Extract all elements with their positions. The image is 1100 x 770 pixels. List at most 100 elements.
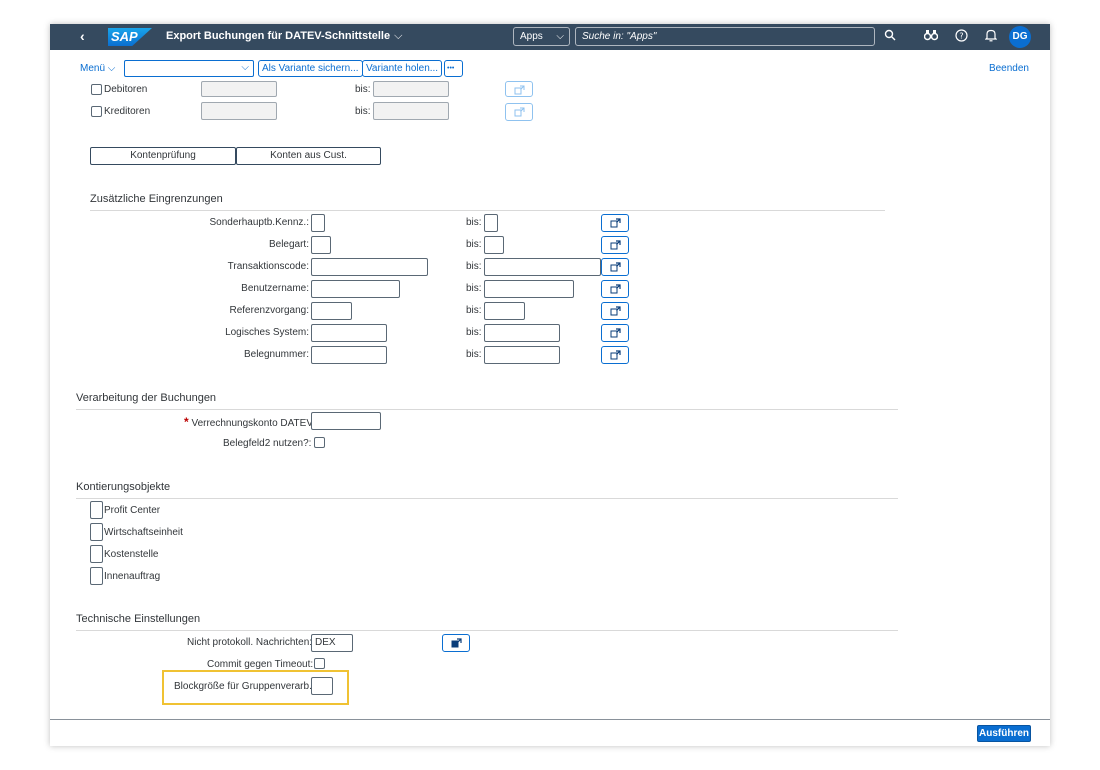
section-title-assignment: Kontierungsobjekte bbox=[76, 481, 171, 493]
commit-timeout-checkbox[interactable] bbox=[314, 658, 325, 669]
reference-procedure-to-input[interactable] bbox=[484, 302, 525, 320]
chevron-down-icon: ⌵ bbox=[556, 31, 564, 42]
reference-procedure-from-input[interactable] bbox=[311, 302, 352, 320]
kreditoren-to-input bbox=[373, 102, 449, 120]
document-number-to-input[interactable] bbox=[484, 346, 560, 364]
bell-icon[interactable] bbox=[984, 29, 998, 45]
debitoren-from-input bbox=[201, 81, 277, 97]
bis-label: bis: bbox=[466, 349, 482, 360]
search-scope-select[interactable]: Apps ⌵ bbox=[513, 27, 570, 46]
more-options-button[interactable]: ••• bbox=[444, 60, 463, 77]
special-gl-indicator-from-input[interactable] bbox=[311, 214, 325, 232]
clearing-account-label: * Verrechnungskonto DATEV: bbox=[184, 415, 315, 429]
wirtschaftseinheit-label: Wirtschaftseinheit bbox=[104, 527, 183, 538]
sap-logo[interactable]: SAP bbox=[108, 28, 152, 46]
bis-label: bis: bbox=[355, 106, 371, 117]
blocksize-label: Blockgröße für Gruppenverarb.: bbox=[174, 681, 315, 692]
bis-label: bis: bbox=[466, 261, 482, 272]
reference-procedure-multiple-selection-button[interactable] bbox=[601, 302, 629, 320]
bis-label: bis: bbox=[466, 283, 482, 294]
document-type-label: Belegart: bbox=[268, 239, 309, 250]
logical-system-to-input[interactable] bbox=[484, 324, 560, 342]
messages-multiple-selection-button[interactable] bbox=[442, 634, 470, 652]
get-variant-button[interactable]: Variante holen... bbox=[362, 60, 443, 77]
transaction-code-from-input[interactable] bbox=[311, 258, 428, 276]
user-name-to-input[interactable] bbox=[484, 280, 574, 298]
section-title-processing: Verarbeitung der Buchungen bbox=[76, 392, 217, 404]
exit-button[interactable]: Beenden bbox=[988, 63, 1029, 74]
multiple-selection-icon bbox=[610, 284, 621, 294]
menu-button[interactable]: Menü ⌵ bbox=[80, 63, 115, 74]
messages-input[interactable]: DEX bbox=[311, 634, 353, 652]
innenauftrag-checkbox[interactable] bbox=[90, 567, 103, 585]
bis-label: bis: bbox=[466, 217, 482, 228]
clearing-account-label-text: Verrechnungskonto DATEV: bbox=[191, 418, 316, 429]
variant-select[interactable]: ⌵ bbox=[124, 60, 254, 77]
section-divider bbox=[76, 630, 898, 631]
transaction-code-label: Transaktionscode: bbox=[227, 261, 309, 272]
document-type-to-input[interactable] bbox=[484, 236, 504, 254]
app-window: ‹ SAP Export Buchungen für DATEV-Schnitt… bbox=[50, 24, 1050, 746]
belegfeld2-checkbox[interactable] bbox=[314, 437, 325, 448]
required-marker: * bbox=[184, 415, 189, 429]
search-icon[interactable] bbox=[884, 29, 896, 44]
accounts-from-customizing-button[interactable]: Konten aus Cust. bbox=[236, 147, 381, 165]
document-number-multiple-selection-button[interactable] bbox=[601, 346, 629, 364]
app-title-text: Export Buchungen für DATEV-Schnittstelle bbox=[166, 30, 391, 42]
belegfeld2-label: Belegfeld2 nutzen?: bbox=[223, 438, 312, 449]
kostenstelle-checkbox[interactable] bbox=[90, 545, 103, 563]
toolbar: Menü ⌵ ⌵ Als Variante sichern... Variant… bbox=[50, 57, 1050, 79]
transaction-code-to-input[interactable] bbox=[484, 258, 601, 276]
multiple-selection-icon bbox=[610, 262, 621, 272]
document-type-from-input[interactable] bbox=[311, 236, 331, 254]
logical-system-multiple-selection-button[interactable] bbox=[601, 324, 629, 342]
kreditoren-from-input bbox=[201, 102, 277, 120]
profit-center-label: Profit Center bbox=[104, 505, 161, 516]
logical-system-from-input[interactable] bbox=[311, 324, 387, 342]
user-name-from-input[interactable] bbox=[311, 280, 400, 298]
kreditoren-checkbox[interactable] bbox=[91, 106, 102, 117]
multiple-selection-filled-icon bbox=[451, 638, 462, 648]
debitoren-to-input bbox=[373, 81, 449, 97]
app-title[interactable]: Export Buchungen für DATEV-Schnittstelle… bbox=[166, 30, 402, 43]
execute-button[interactable]: Ausführen bbox=[977, 725, 1031, 742]
search-input[interactable]: Suche in: "Apps" bbox=[575, 27, 875, 46]
help-icon[interactable]: ? bbox=[955, 29, 968, 45]
innenauftrag-label: Innenauftrag bbox=[104, 571, 161, 582]
messages-label: Nicht protokoll. Nachrichten: bbox=[187, 637, 313, 648]
chevron-down-icon: ⌵ bbox=[241, 62, 249, 73]
user-name-multiple-selection-button[interactable] bbox=[601, 280, 629, 298]
debitoren-multiple-selection-button bbox=[505, 81, 533, 97]
chevron-down-icon: ⌵ bbox=[107, 63, 116, 74]
special-gl-indicator-to-input[interactable] bbox=[484, 214, 498, 232]
special-gl-indicator-multiple-selection-button[interactable] bbox=[601, 214, 629, 232]
account-check-button[interactable]: Kontenprüfung bbox=[90, 147, 236, 165]
multiple-selection-icon bbox=[610, 306, 621, 316]
document-number-from-input[interactable] bbox=[311, 346, 387, 364]
wirtschaftseinheit-checkbox[interactable] bbox=[90, 523, 103, 541]
avatar[interactable]: DG bbox=[1009, 26, 1031, 48]
logical-system-label: Logisches System: bbox=[225, 327, 309, 338]
chevron-down-icon: ⌵ bbox=[394, 30, 403, 42]
transaction-code-multiple-selection-button[interactable] bbox=[601, 258, 629, 276]
kreditoren-label: Kreditoren bbox=[104, 106, 151, 117]
debitoren-label: Debitoren bbox=[104, 84, 148, 95]
document-type-multiple-selection-button[interactable] bbox=[601, 236, 629, 254]
binoculars-icon[interactable] bbox=[923, 29, 939, 44]
multiple-selection-icon bbox=[610, 350, 621, 360]
section-divider bbox=[90, 210, 885, 211]
svg-text:?: ? bbox=[959, 32, 963, 41]
clearing-account-input[interactable] bbox=[311, 412, 381, 430]
multiple-selection-icon bbox=[514, 107, 525, 117]
back-button[interactable]: ‹ bbox=[80, 28, 85, 44]
kreditoren-multiple-selection-button bbox=[505, 103, 533, 121]
section-divider bbox=[76, 498, 898, 499]
profit-center-checkbox[interactable] bbox=[90, 501, 103, 519]
menu-label: Menü bbox=[80, 63, 106, 74]
bis-label: bis: bbox=[355, 84, 371, 95]
document-number-label: Belegnummer: bbox=[243, 349, 309, 360]
save-as-variant-button[interactable]: Als Variante sichern... bbox=[258, 60, 363, 77]
blocksize-input[interactable] bbox=[311, 677, 333, 695]
debitoren-checkbox[interactable] bbox=[91, 84, 102, 95]
section-title-additional: Zusätzliche Eingrenzungen bbox=[90, 193, 223, 205]
